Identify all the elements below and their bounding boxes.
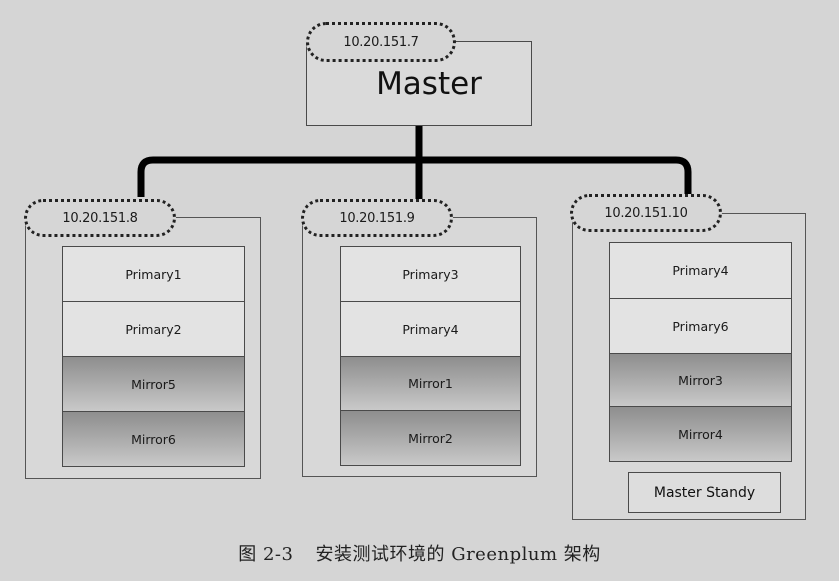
segment-primary: Primary4: [340, 301, 521, 357]
figure-number: 图 2-3: [238, 544, 294, 565]
master-standby-node: Master Standy: [628, 472, 781, 513]
segment-mirror: Mirror5: [62, 356, 245, 412]
bus-line: [137, 156, 692, 197]
segment-mirror: Mirror3: [609, 353, 792, 407]
server-1-ip-pill: 10.20.151.8: [24, 199, 176, 237]
server-2-ip-pill: 10.20.151.9: [301, 199, 453, 237]
segment-primary: Primary2: [62, 301, 245, 357]
segment-mirror: Mirror6: [62, 411, 245, 467]
segment-primary: Primary1: [62, 246, 245, 302]
segment-mirror: Mirror4: [609, 406, 792, 462]
server-3-ip-pill: 10.20.151.10: [570, 194, 722, 232]
segment-primary: Primary4: [609, 242, 792, 299]
master-ip-pill: 10.20.151.7: [306, 22, 456, 62]
master-label: Master: [376, 66, 482, 102]
segment-primary: Primary6: [609, 298, 792, 354]
segment-mirror: Mirror1: [340, 356, 521, 411]
figure-caption: 图 2-3 安装测试环境的 Greenplum 架构: [0, 540, 839, 570]
segment-mirror: Mirror2: [340, 410, 521, 466]
figure-caption-text: 安装测试环境的 Greenplum 架构: [315, 544, 601, 565]
segment-primary: Primary3: [340, 246, 521, 302]
